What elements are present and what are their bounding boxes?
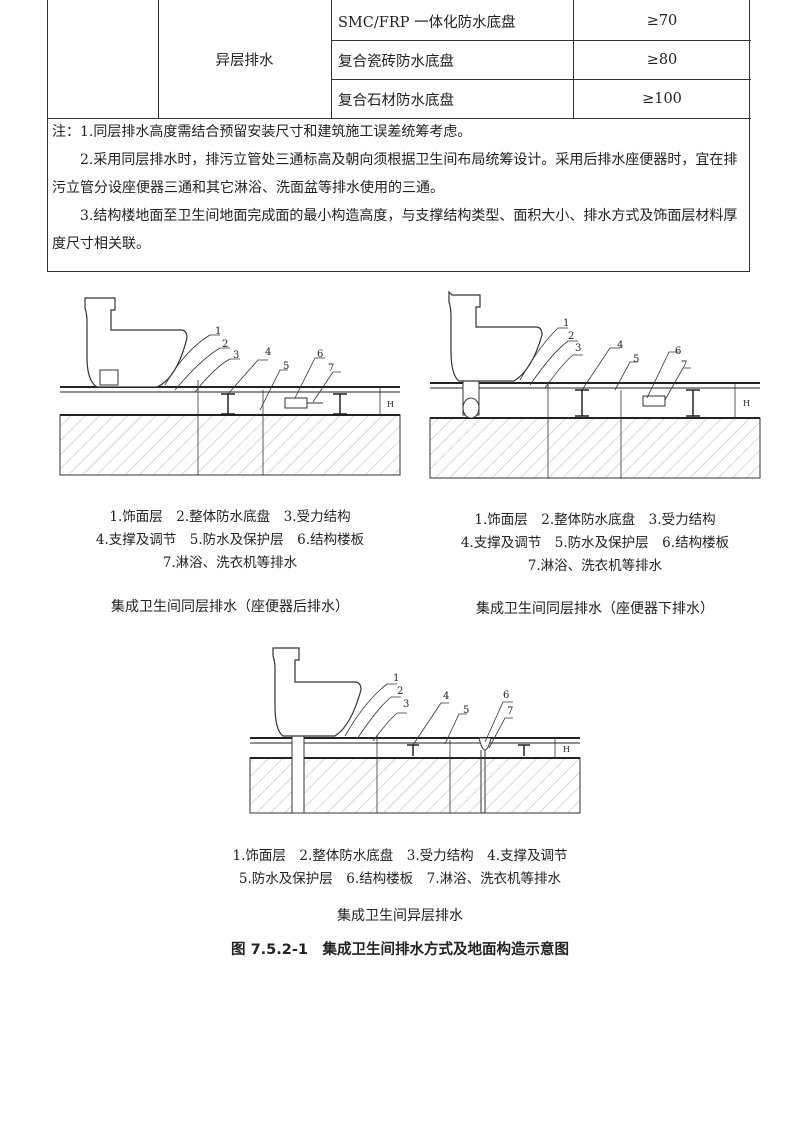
height-label: H xyxy=(743,399,750,408)
table-row-type: SMC/FRP 一体化防水底盘 xyxy=(338,14,516,31)
note-2: 2.采用同层排水时，排污立管处三通标高及朝向须根据卫生间布局统筹设计。采用后排水… xyxy=(52,152,738,196)
legend-bottom-discharge: 1.饰面层 2.整体防水底盘 3.受力结构 4.支撑及调节 5.防水及保护层 6… xyxy=(420,509,770,578)
callout-7: 7 xyxy=(328,363,334,374)
callout-4: 4 xyxy=(617,340,623,351)
callout-3: 3 xyxy=(403,699,409,710)
callout-5: 5 xyxy=(633,354,639,365)
callout-4: 4 xyxy=(443,691,449,702)
figure-title: 图 7.5.2-1 集成卫生间排水方式及地面构造示意图 xyxy=(231,942,569,958)
caption-rear-discharge: 集成卫生间同层排水（座便器后排水） xyxy=(111,599,349,615)
height-label: H xyxy=(387,400,394,409)
callout-4: 4 xyxy=(265,347,271,358)
legend-line: 4.支撑及调节 5.防水及保护层 6.结构楼板 xyxy=(460,535,730,551)
legend-rear-discharge: 1.饰面层 2.整体防水底盘 3.受力结构 4.支撑及调节 5.防水及保护层 6… xyxy=(55,506,405,575)
legend-line: 7.淋浴、洗衣机等排水 xyxy=(162,555,298,571)
table-row-type: 复合瓷砖防水底盘 xyxy=(338,53,454,70)
note-1: 注：1.同层排水高度需结合预留安装尺寸和建筑施工误差统筹考虑。 xyxy=(52,124,472,140)
height-label: H xyxy=(563,745,570,754)
legend-line: 1.饰面层 2.整体防水底盘 3.受力结构 xyxy=(474,512,716,528)
callout-1: 1 xyxy=(215,326,221,337)
diagram-bottom-discharge: 1 2 3 4 5 6 7 H xyxy=(429,290,761,479)
callout-7: 7 xyxy=(681,360,687,371)
callout-1: 1 xyxy=(393,673,399,684)
callout-2: 2 xyxy=(222,339,228,350)
diagram-different-floor: 1 2 3 4 5 6 7 H xyxy=(249,647,581,814)
callout-5: 5 xyxy=(283,361,289,372)
legend-line: 4.支撑及调节 5.防水及保护层 6.结构楼板 xyxy=(95,532,365,548)
callout-3: 3 xyxy=(575,343,581,354)
callout-6: 6 xyxy=(503,690,509,701)
legend-line: 1.饰面层 2.整体防水底盘 3.受力结构 4.支撑及调节 xyxy=(232,848,568,864)
callout-2: 2 xyxy=(568,331,574,342)
legend-line: 1.饰面层 2.整体防水底盘 3.受力结构 xyxy=(109,509,351,525)
table-category-cell: 异层排水 xyxy=(215,52,274,69)
callout-5: 5 xyxy=(463,705,469,716)
table-row-type: 复合石材防水底盘 xyxy=(338,92,454,109)
caption-bottom-discharge: 集成卫生间同层排水（座便器下排水） xyxy=(476,601,714,617)
legend-line: 5.防水及保护层 6.结构楼板 7.淋浴、洗衣机等排水 xyxy=(238,871,562,887)
table-row-value: ≥70 xyxy=(646,13,678,29)
callout-3: 3 xyxy=(233,350,239,361)
spec-table xyxy=(47,0,751,272)
callout-2: 2 xyxy=(397,686,403,697)
legend-different-floor: 1.饰面层 2.整体防水底盘 3.受力结构 4.支撑及调节 5.防水及保护层 6… xyxy=(150,845,650,891)
callout-6: 6 xyxy=(317,349,323,360)
callout-6: 6 xyxy=(675,346,681,357)
callout-1: 1 xyxy=(563,318,569,329)
diagram-rear-discharge: 1 2 3 4 5 6 7 H xyxy=(59,297,401,476)
table-row-value: ≥100 xyxy=(642,91,682,107)
table-row-value: ≥80 xyxy=(646,52,678,68)
note-3: 3.结构楼地面至卫生间地面完成面的最小构造高度，与支撑结构类型、面积大小、排水方… xyxy=(52,208,738,252)
callout-7: 7 xyxy=(507,706,513,717)
caption-different-floor: 集成卫生间异层排水 xyxy=(337,908,463,924)
legend-line: 7.淋浴、洗衣机等排水 xyxy=(527,558,663,574)
table-notes: 注：1.同层排水高度需结合预留安装尺寸和建筑施工误差统筹考虑。 2.采用同层排水… xyxy=(52,118,742,258)
